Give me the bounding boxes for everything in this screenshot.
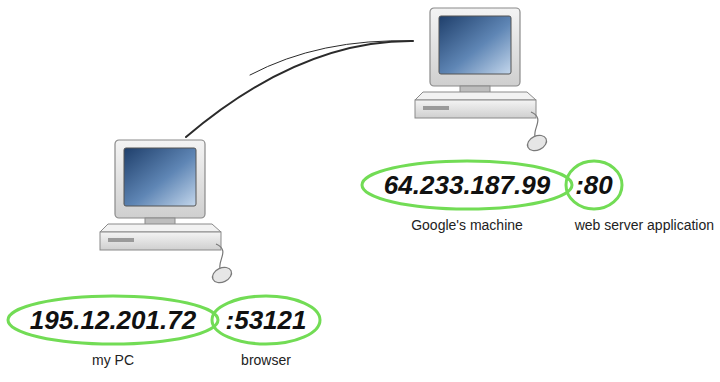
green-ellipse (8, 296, 218, 344)
caption-label: my PC (92, 352, 134, 369)
address-text: 64.233.187.99 (384, 172, 550, 198)
ip-address-ellipse: 195.12.201.72 (6, 294, 220, 346)
caption-label: Google's machine (411, 217, 523, 234)
address-text: :53121 (226, 307, 307, 333)
caption-label: web server application (575, 217, 714, 234)
connection-curve-thick (250, 41, 413, 75)
connection-curve (186, 41, 413, 137)
caption-label: browser (241, 352, 291, 369)
ip-address-ellipse: 64.233.187.99 (360, 159, 574, 211)
address-text: :80 (575, 172, 613, 198)
green-ellipse (566, 161, 622, 209)
server-computer (415, 8, 549, 154)
green-ellipse (212, 296, 320, 344)
green-ellipse (362, 161, 572, 209)
port-ellipse: :53121 (210, 294, 322, 346)
port-ellipse: :80 (564, 159, 624, 211)
address-text: 195.12.201.72 (30, 307, 196, 333)
my-pc-computer (100, 140, 234, 286)
